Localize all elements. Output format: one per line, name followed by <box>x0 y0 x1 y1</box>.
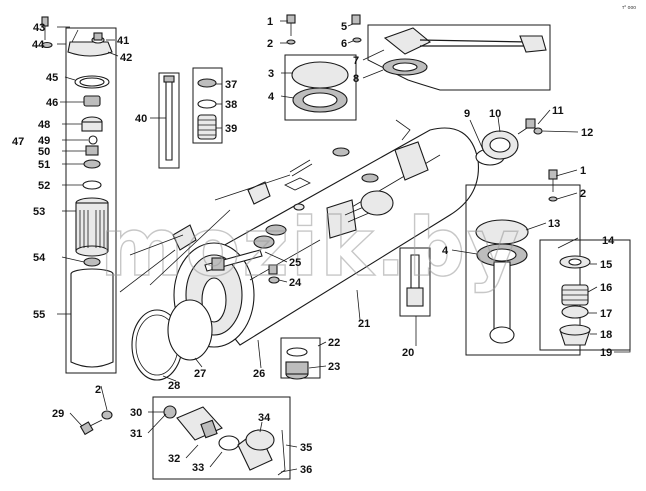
callout-13: 13 <box>548 218 560 230</box>
pickup-assembly-box <box>465 184 581 356</box>
callout-3: 3 <box>268 68 274 80</box>
callout-19: 19 <box>600 347 612 359</box>
drain-plug-24 <box>268 264 280 284</box>
callout-1b: 1 <box>580 165 586 177</box>
callout-51: 51 <box>38 159 50 171</box>
callout-14: 14 <box>602 235 615 247</box>
callout-18: 18 <box>600 329 612 341</box>
right-strainer-parts <box>557 237 591 346</box>
filter-housing-part <box>70 268 114 368</box>
callout-31: 31 <box>130 428 142 440</box>
callout-49: 49 <box>38 135 50 147</box>
callout-12: 12 <box>581 127 593 139</box>
callout-47: 47 <box>12 136 24 148</box>
callout-26: 26 <box>253 368 265 380</box>
top-bolt <box>286 14 296 45</box>
callout-52: 52 <box>38 180 50 192</box>
strainer-box <box>192 67 223 144</box>
dip-tube-40 <box>158 72 180 169</box>
callout-8: 8 <box>353 73 359 85</box>
callout-55: 55 <box>33 309 45 321</box>
callout-43: 43 <box>33 22 45 34</box>
tank-brackets <box>172 181 384 251</box>
callout-41: 41 <box>117 35 129 47</box>
callout-22: 22 <box>328 337 340 349</box>
callout-24: 24 <box>289 277 302 289</box>
callout-39: 39 <box>225 123 237 135</box>
leader-lines <box>57 20 631 473</box>
level-sender-box <box>367 24 551 91</box>
callout-4b: 4 <box>442 245 449 257</box>
callout-labels: 43 44 41 42 45 46 48 49 50 51 47 52 53 5… <box>12 16 615 476</box>
callout-48: 48 <box>38 119 50 131</box>
end-cover-27 <box>167 299 213 361</box>
callout-17: 17 <box>600 308 612 320</box>
filter-seal-rings <box>74 75 110 190</box>
callout-7: 7 <box>353 55 359 67</box>
callout-1a: 1 <box>267 16 273 28</box>
callout-46: 46 <box>46 97 58 109</box>
callout-11: 11 <box>552 105 564 117</box>
tank-fittings <box>253 119 429 249</box>
callout-20: 20 <box>402 347 414 359</box>
callout-9: 9 <box>464 108 470 120</box>
strainer-parts <box>197 78 217 140</box>
callout-23: 23 <box>328 361 340 373</box>
callout-34: 34 <box>258 412 271 424</box>
bolt-11 <box>517 118 543 135</box>
callout-36: 36 <box>300 464 312 476</box>
level-sender-parts <box>351 14 547 76</box>
callout-10: 10 <box>489 108 501 120</box>
callout-33: 33 <box>192 462 204 474</box>
callout-2b: 2 <box>580 188 586 200</box>
callout-27: 27 <box>194 368 206 380</box>
filler-neck-box <box>280 337 321 379</box>
filter-assembly-box <box>65 27 117 374</box>
watermark: mozik.by <box>100 201 521 294</box>
callout-4a: 4 <box>268 91 275 103</box>
callout-6: 6 <box>341 38 347 50</box>
callout-2c: 2 <box>95 384 101 396</box>
bolt-29 <box>79 410 113 436</box>
water-separator-box <box>152 396 291 480</box>
water-separator-parts <box>163 405 286 476</box>
callout-38: 38 <box>225 99 237 111</box>
callout-53: 53 <box>33 206 45 218</box>
drain-valve-20 <box>399 247 431 317</box>
corner-code: т° ooo <box>622 5 636 11</box>
callout-29: 29 <box>52 408 64 420</box>
callout-50: 50 <box>38 146 50 158</box>
callout-35: 35 <box>300 442 312 454</box>
callout-40: 40 <box>135 113 147 125</box>
callout-30: 30 <box>130 407 142 419</box>
filler-cap-parts <box>285 347 309 380</box>
callout-54: 54 <box>33 252 46 264</box>
pickup-bolt <box>548 169 558 202</box>
callout-44: 44 <box>32 39 45 51</box>
top-flange-plates <box>291 61 349 113</box>
callout-2a: 2 <box>267 38 273 50</box>
top-flange-box <box>284 54 357 121</box>
callout-32: 32 <box>168 453 180 465</box>
callout-28: 28 <box>168 380 180 392</box>
callout-16: 16 <box>600 282 612 294</box>
callout-45: 45 <box>46 72 58 84</box>
cover-plate-10 <box>475 130 519 166</box>
filter-element-part <box>75 197 109 267</box>
suction-tube-25 <box>204 249 263 272</box>
callout-42: 42 <box>120 52 132 64</box>
callout-25: 25 <box>289 257 301 269</box>
pickup-flange <box>475 219 529 344</box>
filter-cap-part <box>41 16 113 57</box>
callout-5: 5 <box>341 21 347 33</box>
callout-15: 15 <box>600 259 612 271</box>
callout-37: 37 <box>225 79 237 91</box>
callout-21: 21 <box>358 318 370 330</box>
